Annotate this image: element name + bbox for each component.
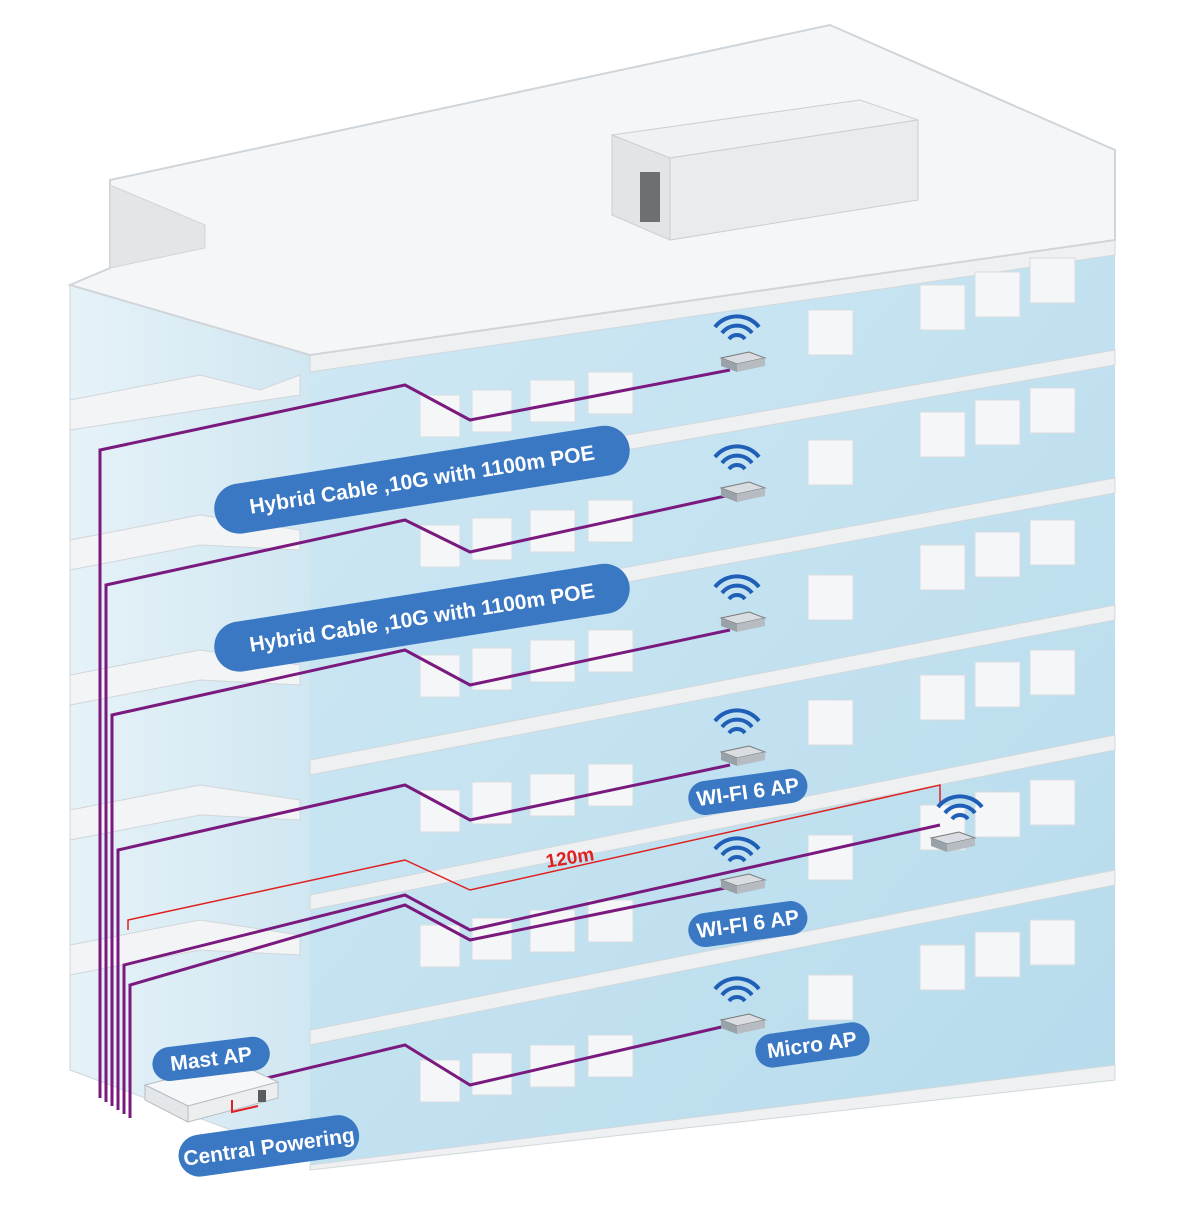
floor-slabs bbox=[309, 239, 1116, 1171]
rooftop-unit bbox=[610, 99, 919, 241]
cable-floor-5 bbox=[128, 883, 741, 1118]
cable-floor-2 bbox=[104, 493, 731, 1102]
cables bbox=[98, 368, 941, 1118]
central-powering-unit bbox=[143, 1061, 280, 1123]
micro-ap-label: Micro AP bbox=[755, 1022, 870, 1068]
cable-floor-1 bbox=[98, 368, 731, 1098]
cable-floor-4 bbox=[116, 763, 731, 1110]
mast-ap-label: Mast AP bbox=[152, 1036, 270, 1081]
cable-floor-3 bbox=[110, 628, 731, 1106]
cable-floor-5-far bbox=[122, 823, 941, 1114]
windows bbox=[419, 257, 1076, 1103]
distance-line bbox=[127, 784, 941, 930]
cable-floor-6 bbox=[249, 1023, 731, 1087]
